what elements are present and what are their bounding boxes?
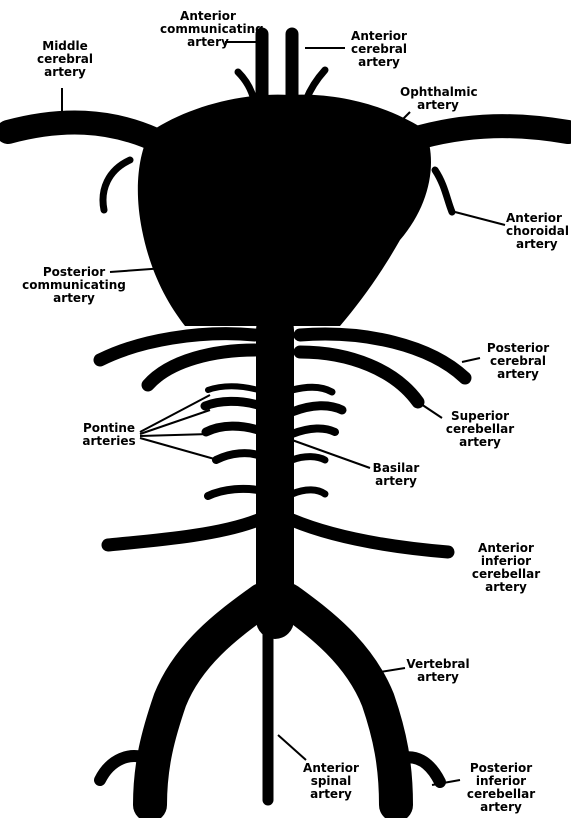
pontine-artery-8	[292, 428, 335, 434]
label-middle-cerebral-artery: Middle cerebral artery	[32, 40, 98, 79]
middle-cerebral-artery-left	[8, 123, 160, 142]
pontine-artery-7	[292, 406, 342, 412]
label-basilar-artery: Basilar artery	[364, 462, 428, 488]
pontine-artery-4	[216, 453, 258, 460]
anterior-inferior-cerebellar-artery-right	[292, 520, 448, 552]
pontine-artery-1	[208, 386, 258, 390]
leader-ophthalmic	[402, 112, 410, 120]
label-superior-cerebellar-artery: Superior cerebellar artery	[440, 410, 520, 449]
anterior-choroidal-artery-left	[103, 160, 130, 210]
pontine-artery-5	[208, 489, 258, 496]
leader-posterior-cerebral	[462, 358, 480, 362]
label-anterior-inferior-cerebellar-artery: Anterior inferior cerebellar artery	[466, 542, 546, 594]
label-pontine-arteries: Pontine arteries	[78, 422, 140, 448]
label-anterior-spinal-artery: Anterior spinal artery	[296, 762, 366, 801]
label-ophthalmic-artery: Ophthalmic artery	[400, 86, 476, 112]
leader-pontine-3	[140, 434, 210, 436]
label-vertebral-artery: Vertebral artery	[398, 658, 478, 684]
pontine-artery-10	[292, 490, 325, 494]
label-posterior-cerebral-artery: Posterior cerebral artery	[480, 342, 556, 381]
label-anterior-communicating-artery: Anterior communicating artery	[160, 10, 256, 49]
anterior-choroidal-artery-right	[435, 170, 452, 212]
label-anterior-choroidal-artery: Anterior choroidal artery	[506, 212, 571, 251]
superior-cerebellar-artery-right	[300, 352, 418, 402]
anterior-communicating-branch	[238, 72, 254, 100]
middle-cerebral-artery-right	[410, 126, 568, 140]
superior-cerebellar-artery-left	[148, 350, 255, 385]
vertebral-artery-left	[150, 600, 262, 805]
pontine-artery-3	[206, 426, 258, 432]
pontine-artery-2	[205, 401, 258, 406]
circle-of-willis-body	[138, 95, 431, 326]
leader-anterior-choroidal	[455, 212, 505, 225]
pontine-artery-9	[292, 457, 325, 460]
label-anterior-cerebral-artery: Anterior cerebral artery	[344, 30, 414, 69]
leader-superior-cerebellar	[418, 402, 442, 418]
anterior-inferior-cerebellar-artery-left	[108, 520, 258, 545]
leader-pontine-4	[140, 438, 218, 460]
pontine-artery-6	[292, 387, 332, 392]
label-posterior-inferior-cerebellar-artery: Posterior inferior cerebellar artery	[460, 762, 542, 818]
label-posterior-communicating-artery: Posterior communicating artery	[22, 266, 126, 305]
leader-anterior-spinal	[278, 735, 306, 760]
